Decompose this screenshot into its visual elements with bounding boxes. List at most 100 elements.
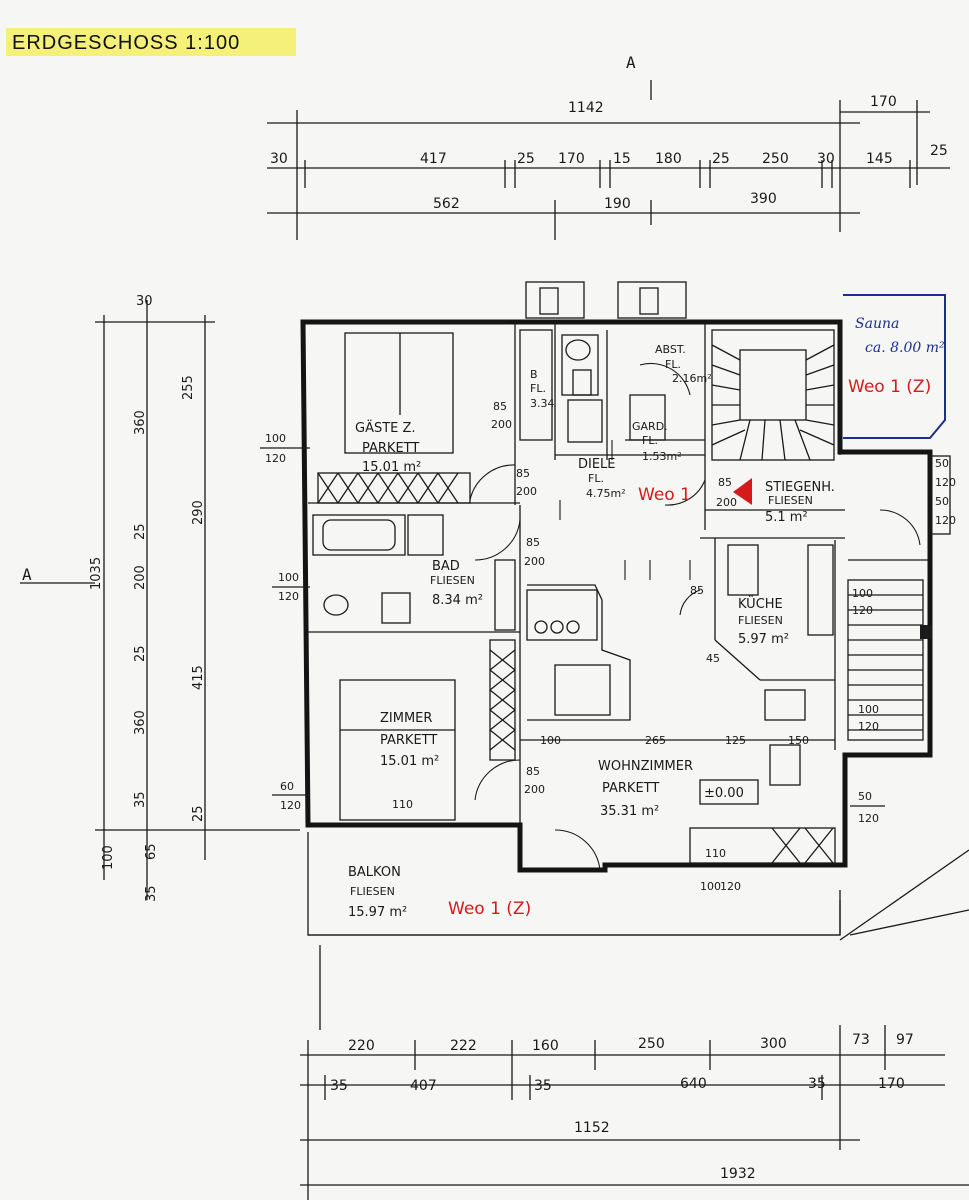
dim-left-col1: 360 xyxy=(133,710,148,735)
opening-width: 100 xyxy=(858,703,879,716)
dim-left-col1: 35 xyxy=(133,791,148,808)
title-highlight xyxy=(6,28,296,56)
room-abst-area: 2.16m² xyxy=(672,372,712,385)
bad-furniture xyxy=(312,514,516,631)
room-gaeste-floor: PARKETT xyxy=(362,441,419,456)
dim-row2-item: 25 xyxy=(517,151,535,167)
room-diele-floor: FL. xyxy=(588,472,604,485)
dim-row3-item: 390 xyxy=(750,191,777,207)
left-dimensions: 1035 30 360 25 200 25 360 35 255 290 415… xyxy=(20,294,300,902)
room-diele-area: 4.75m² xyxy=(586,487,626,500)
zimmer-furniture xyxy=(339,639,516,821)
plan-title-text: ERDGESCHOSS 1:100 xyxy=(12,32,240,54)
dim-row2-item: 30 xyxy=(270,151,288,167)
room-dusche-name: B xyxy=(530,368,538,381)
dim-row3-item: 190 xyxy=(604,196,631,212)
room-bad-area: 8.34 m² xyxy=(432,593,483,608)
opening-width: 50 xyxy=(858,790,872,803)
opening-height: 120 xyxy=(858,812,879,825)
doors xyxy=(469,362,921,871)
room-abst-floor: FL. xyxy=(665,358,681,371)
dim-row2-item: 25 xyxy=(712,151,730,167)
dim-left-col1: 360 xyxy=(133,410,148,435)
room-gaeste-name: GÄSTE Z. xyxy=(355,420,416,436)
room-kueche-area: 5.97 m² xyxy=(738,632,789,647)
room-zimmer-floor: PARKETT xyxy=(380,733,437,748)
room-gard-floor: FL. xyxy=(642,434,658,447)
door-width: 85 xyxy=(493,400,507,413)
dim-left-col1: 25 xyxy=(133,645,148,662)
sill-height: 110 xyxy=(392,798,413,811)
opening-width: 50 xyxy=(935,457,949,470)
room-wohnzimmer-name: WOHNZIMMER xyxy=(598,759,693,774)
level-marker: ±0.00 xyxy=(704,786,744,801)
opening-height: 120 xyxy=(265,452,286,465)
door-height: 200 xyxy=(524,555,545,568)
room-abst-name: ABST. xyxy=(655,343,686,356)
opening-width: 100 xyxy=(265,432,286,445)
room-kueche-name: KÜCHE xyxy=(738,595,783,612)
room-kueche-floor: FLIESEN xyxy=(738,614,783,627)
door-height: 200 xyxy=(491,418,512,431)
room-kueche: KÜCHE FLIESEN 5.97 m² xyxy=(738,595,789,647)
level-box xyxy=(699,779,759,805)
sauna-label: Sauna xyxy=(855,316,899,332)
dim-bottom-row2: 35 xyxy=(808,1076,826,1092)
opening-width: 150 xyxy=(788,734,809,747)
opening-height: 120 xyxy=(278,590,299,603)
room-zimmer: ZIMMER PARKETT 15.01 m² xyxy=(380,711,439,769)
room-wohnzimmer: WOHNZIMMER PARKETT 35.31 m² ±0.00 xyxy=(598,759,759,819)
room-balkon: BALKON FLIESEN 15.97 m² Weo 1 (Z) xyxy=(348,865,531,920)
angle-label: 45 xyxy=(706,652,720,665)
dim-left-col1: 200 xyxy=(133,565,148,590)
dim-left-col2: 25 xyxy=(191,805,206,822)
door-width: 85 xyxy=(526,536,540,549)
dim-left-col3: 65 xyxy=(144,843,159,860)
room-gard-area: 1.53m² xyxy=(642,450,682,463)
dim-bottom-row1: 73 xyxy=(852,1032,870,1048)
plan-title: ERDGESCHOSS 1:100 xyxy=(6,28,296,56)
building-walls xyxy=(300,319,969,1030)
room-dusche-area: 3.34 xyxy=(530,397,555,410)
dim-left-col2: 290 xyxy=(191,500,206,525)
opening-height: 120 xyxy=(935,476,956,489)
dim-bottom-row2: 35 xyxy=(534,1078,552,1094)
dim-bottom-total: 1932 xyxy=(720,1166,756,1182)
door-height: 200 xyxy=(716,496,737,509)
dim-bottom-row1: 97 xyxy=(896,1032,914,1048)
dim-bottom-row2: 407 xyxy=(410,1078,437,1094)
dim-left-overall: 1035 xyxy=(89,557,104,590)
dim-row2-item: 170 xyxy=(558,151,585,167)
room-balkon-floor: FLIESEN xyxy=(350,885,395,898)
room-diele-name: DIELE xyxy=(578,457,616,472)
sauna-area: ca. 8.00 m² xyxy=(865,340,945,356)
dim-left-col3: 35 xyxy=(144,885,159,902)
weo-annotation-sauna: Weo 1 (Z) xyxy=(848,377,931,397)
dim-bottom-row1: 222 xyxy=(450,1038,477,1054)
weo-annotation-balkon: Weo 1 (Z) xyxy=(448,899,531,919)
room-zimmer-area: 15.01 m² xyxy=(380,754,439,769)
red-arrow-icon xyxy=(733,478,752,505)
sill-height: 110 xyxy=(705,847,726,860)
dim-right-extra: 170 xyxy=(870,94,897,110)
dim-bottom-row1: 160 xyxy=(532,1038,559,1054)
opening-width: 50 xyxy=(935,495,949,508)
dim-left-col2: 255 xyxy=(181,375,196,400)
section-marker-left: A xyxy=(22,565,32,584)
dim-overall-top: 1142 xyxy=(568,100,604,116)
door-width: 85 xyxy=(526,765,540,778)
opening-height: 120 xyxy=(858,720,879,733)
dim-row2-item: 250 xyxy=(762,151,789,167)
door-width: 85 xyxy=(690,584,704,597)
dim-bottom-row2: 35 xyxy=(330,1078,348,1094)
dim-row2-item: 30 xyxy=(817,151,835,167)
weo-annotation-diele: Weo 1 xyxy=(638,485,691,505)
room-bad: BAD FLIESEN 8.34 m² xyxy=(430,559,483,608)
room-bad-floor: FLIESEN xyxy=(430,574,475,587)
dim-bottom-row1: 250 xyxy=(638,1036,665,1052)
room-wohnzimmer-area: 35.31 m² xyxy=(600,804,659,819)
room-stiegenh-name: STIEGENH. xyxy=(765,480,835,495)
wet-rooms-furniture xyxy=(519,329,666,443)
kitchen-furniture xyxy=(526,544,836,864)
